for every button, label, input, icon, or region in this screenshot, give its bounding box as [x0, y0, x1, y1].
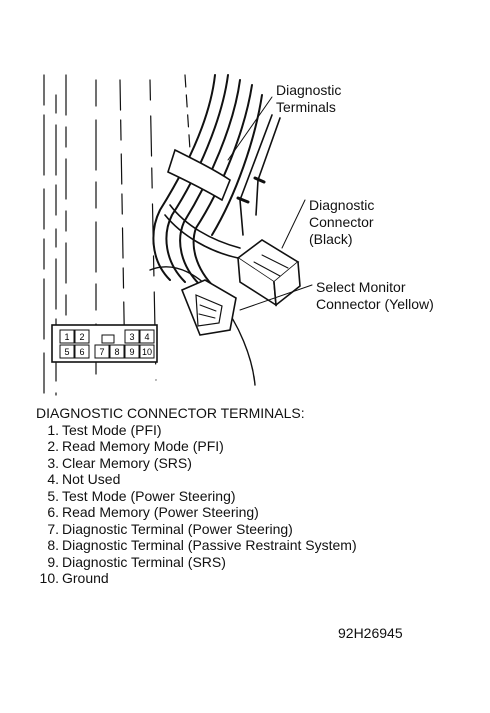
terminal-clip [253, 176, 266, 184]
pin-label: 7 [99, 347, 104, 357]
pinout-top-right [124, 329, 155, 344]
legend-list: 1.Test Mode (PFI) 2.Read Memory Mode (PF… [36, 422, 357, 587]
pin-label: 10 [142, 347, 152, 357]
legend-number: 9. [47, 553, 59, 570]
pin-label: 5 [64, 347, 69, 357]
legend-label: Test Mode (Power Steering) [62, 487, 236, 504]
harness-tape [167, 148, 231, 202]
pin-label: 3 [129, 332, 134, 342]
terminal-legend: DIAGNOSTIC CONNECTOR TERMINALS: 1.Test M… [36, 405, 357, 587]
leader-line [281, 199, 306, 249]
legend-number: 1. [47, 421, 59, 438]
diagnostic-connector-body [236, 239, 301, 307]
legend-label: Read Memory Mode (PFI) [62, 438, 224, 454]
pin-label: 1 [64, 332, 69, 342]
pin-label: 6 [79, 347, 84, 357]
terminal-lead [239, 114, 273, 236]
legend-number: 10. [39, 570, 59, 586]
terminal-lead [255, 117, 281, 216]
harness-wire [192, 84, 253, 289]
legend-item: 7.Diagnostic Terminal (Power Steering) [36, 521, 357, 538]
legend-item: 9.Diagnostic Terminal (SRS) [36, 554, 357, 571]
legend-label: Diagnostic Terminal (Passive Restraint S… [62, 537, 357, 553]
legend-label: Test Mode (PFI) [62, 421, 162, 438]
legend-item: 3.Clear Memory (SRS) [36, 455, 357, 472]
legend-label: Diagnostic Terminal (SRS) [62, 553, 226, 570]
legend-item: 10.Ground [36, 570, 357, 587]
illustration-drawing: 1 2 3 4 5 6 7 8 9 10 [43, 74, 313, 396]
pin-label: 8 [114, 347, 119, 357]
legend-number: 7. [47, 520, 59, 537]
legend-item: 2.Read Memory Mode (PFI) [36, 438, 357, 455]
leader-line [227, 96, 273, 161]
pinout-top-left [59, 329, 90, 344]
legend-number: 4. [47, 471, 59, 487]
legend-item: 4.Not Used [36, 471, 357, 488]
legend-number: 2. [47, 438, 59, 454]
legend-label: Read Memory (Power Steering) [62, 504, 259, 520]
terminal-clip [236, 196, 250, 204]
legend-label: Ground [62, 570, 109, 586]
harness-wire [152, 74, 216, 281]
legend-number: 8. [47, 537, 59, 553]
harness-wire [169, 204, 241, 249]
pin-label: 4 [144, 332, 149, 342]
pin-label: 9 [129, 347, 134, 357]
select-monitor-label: Select Monitor Connector (Yellow) [316, 279, 434, 312]
connector-illustration: 1 2 3 4 5 6 7 8 9 10 [43, 74, 313, 396]
harness-wire [165, 74, 229, 283]
legend-item: 1.Test Mode (PFI) [36, 422, 357, 439]
figure-code: 92H26945 [338, 625, 403, 641]
harness-wire [179, 79, 241, 286]
legend-item: 8.Diagnostic Terminal (Passive Restraint… [36, 537, 357, 554]
harness-wire [211, 94, 263, 236]
harness-wire [164, 214, 239, 259]
diagnostic-terminals-label: Diagnostic Terminals [276, 82, 342, 115]
leader-line [239, 284, 313, 311]
legend-number: 3. [47, 454, 59, 471]
legend-item: 6.Read Memory (Power Steering) [36, 504, 357, 521]
legend-label: Not Used [62, 471, 121, 487]
pinout-key [101, 334, 115, 344]
legend-item: 5.Test Mode (Power Steering) [36, 488, 357, 505]
panel-edge-line [184, 74, 191, 151]
diagnostic-connector-label: Diagnostic Connector (Black) [309, 197, 375, 247]
legend-label: Diagnostic Terminal (Power Steering) [62, 520, 293, 537]
legend-title: DIAGNOSTIC CONNECTOR TERMINALS: [36, 405, 305, 421]
select-monitor-connector-body [180, 279, 237, 336]
legend-label: Clear Memory (SRS) [62, 454, 192, 471]
pinout-bottom [59, 344, 155, 359]
pinout-diagram: 1 2 3 4 5 6 7 8 9 10 [51, 324, 158, 363]
legend-number: 6. [47, 504, 59, 520]
legend-number: 5. [47, 487, 59, 504]
pin-label: 2 [79, 332, 84, 342]
